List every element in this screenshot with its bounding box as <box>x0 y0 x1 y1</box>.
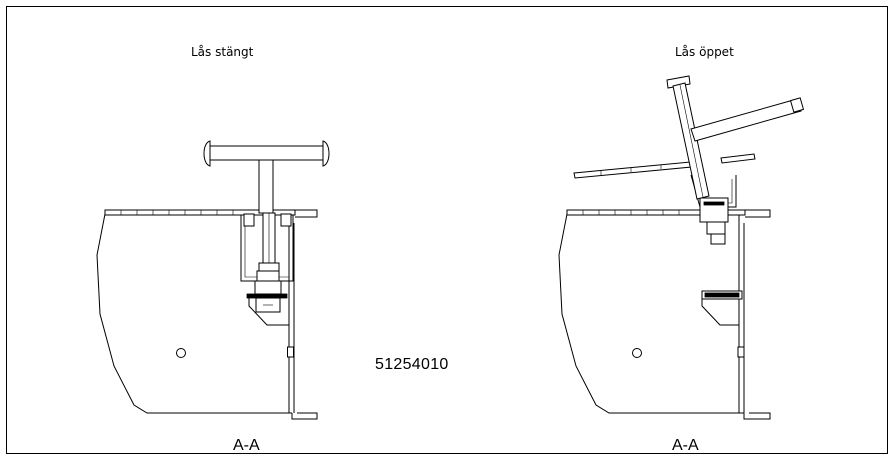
right-top-plate <box>566 209 771 218</box>
right-lid-plate <box>573 153 756 179</box>
technical-drawing <box>96 75 805 420</box>
left-mounting-hole <box>176 348 186 358</box>
part-number: 51254010 <box>375 356 449 373</box>
left-lock-handle <box>203 140 330 264</box>
left-view-lock-closed <box>96 140 330 420</box>
right-housing <box>558 209 771 420</box>
left-housing <box>96 209 318 420</box>
right-lock-handle <box>666 75 805 200</box>
left-section-label: A-A <box>233 437 260 454</box>
right-section-label: A-A <box>672 437 699 454</box>
left-top-plate <box>104 209 318 218</box>
left-nut-stack <box>246 262 289 326</box>
drawing-frame: Lås stängt Lås öppet 51254010 A-A A-A <box>6 6 888 454</box>
right-view-title: Lås öppet <box>675 45 734 59</box>
right-mounting-hole <box>632 348 642 358</box>
left-side-clip <box>287 346 294 358</box>
right-view-lock-open <box>558 75 805 420</box>
right-lock-cup <box>690 174 737 245</box>
right-side-clip <box>737 346 745 358</box>
left-view-title: Lås stängt <box>191 45 254 59</box>
right-nut-stack <box>701 290 743 326</box>
